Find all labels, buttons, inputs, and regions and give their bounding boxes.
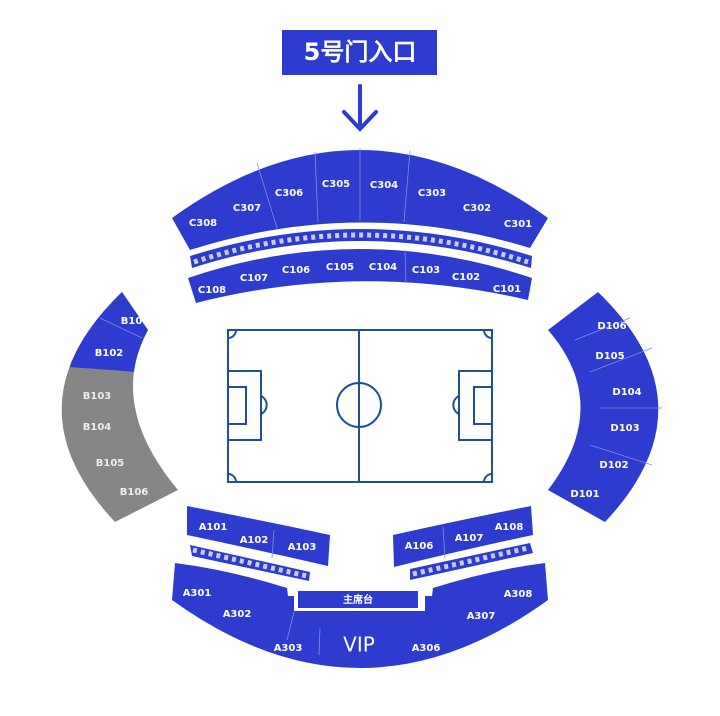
- section-B105: B105: [96, 458, 125, 469]
- section-B104: B104: [83, 422, 112, 433]
- section-B106: B106: [120, 487, 149, 498]
- section-A303[interactable]: A303: [274, 643, 303, 654]
- section-c-seat-strip[interactable]: [190, 229, 532, 268]
- main-stand-label: 主席台: [343, 593, 373, 606]
- section-a100-left[interactable]: [187, 506, 330, 566]
- section-C304[interactable]: C304: [370, 180, 398, 191]
- section-C103[interactable]: C103: [412, 265, 440, 276]
- section-labels: C308 C307 C306 C305 C304 C303 C302 C301 …: [83, 179, 642, 657]
- section-C305[interactable]: C305: [322, 179, 350, 190]
- section-C301[interactable]: C301: [504, 219, 532, 230]
- section-C306[interactable]: C306: [275, 188, 303, 199]
- section-A106[interactable]: A106: [405, 541, 434, 552]
- section-D106[interactable]: D106: [597, 321, 626, 332]
- section-D103[interactable]: D103: [610, 423, 639, 434]
- section-C106[interactable]: C106: [282, 265, 310, 276]
- section-D105[interactable]: D105: [595, 351, 624, 362]
- section-D104[interactable]: D104: [612, 387, 641, 398]
- section-C102[interactable]: C102: [452, 272, 480, 283]
- section-A107[interactable]: A107: [455, 533, 484, 544]
- section-c100-tier[interactable]: [188, 249, 532, 303]
- section-a-right-seat-strip[interactable]: [410, 543, 533, 580]
- entrance-gate-5-banner: 5号门入口: [282, 30, 437, 75]
- section-A102[interactable]: A102: [240, 535, 269, 546]
- section-D102[interactable]: D102: [599, 460, 628, 471]
- section-A301[interactable]: A301: [183, 588, 212, 599]
- section-D101[interactable]: D101: [570, 489, 599, 500]
- section-c300-tier[interactable]: [172, 148, 548, 250]
- section-C302[interactable]: C302: [463, 203, 491, 214]
- section-A302[interactable]: A302: [223, 609, 252, 620]
- entrance-title: 5号门入口: [304, 38, 417, 66]
- football-pitch: [227, 329, 493, 483]
- section-A108[interactable]: A108: [495, 522, 524, 533]
- section-A308[interactable]: A308: [504, 589, 533, 600]
- section-B101[interactable]: B101: [121, 316, 150, 327]
- section-d100-tier[interactable]: [548, 292, 662, 522]
- section-a-left-seat-strip[interactable]: [190, 545, 310, 581]
- section-a100-right[interactable]: [393, 506, 533, 567]
- section-C107[interactable]: C107: [240, 273, 268, 284]
- section-A307[interactable]: A307: [467, 611, 496, 622]
- section-A103[interactable]: A103: [288, 542, 317, 553]
- section-C308[interactable]: C308: [189, 218, 217, 229]
- section-C307[interactable]: C307: [233, 203, 261, 214]
- section-C105[interactable]: C105: [326, 262, 354, 273]
- arrow-down-icon: [342, 84, 378, 132]
- section-A101[interactable]: A101: [199, 522, 228, 533]
- section-b100-tier[interactable]: [61, 292, 179, 522]
- section-a300-tier[interactable]: [172, 563, 548, 668]
- section-B102[interactable]: B102: [95, 348, 124, 359]
- main-stand-box[interactable]: 主席台: [298, 591, 418, 608]
- section-C303[interactable]: C303: [418, 188, 446, 199]
- section-VIP[interactable]: VIP: [343, 633, 375, 657]
- section-C108[interactable]: C108: [198, 285, 226, 296]
- section-C104[interactable]: C104: [369, 262, 397, 273]
- section-C101[interactable]: C101: [493, 284, 521, 295]
- section-A306[interactable]: A306: [412, 643, 441, 654]
- section-B103: B103: [83, 391, 112, 402]
